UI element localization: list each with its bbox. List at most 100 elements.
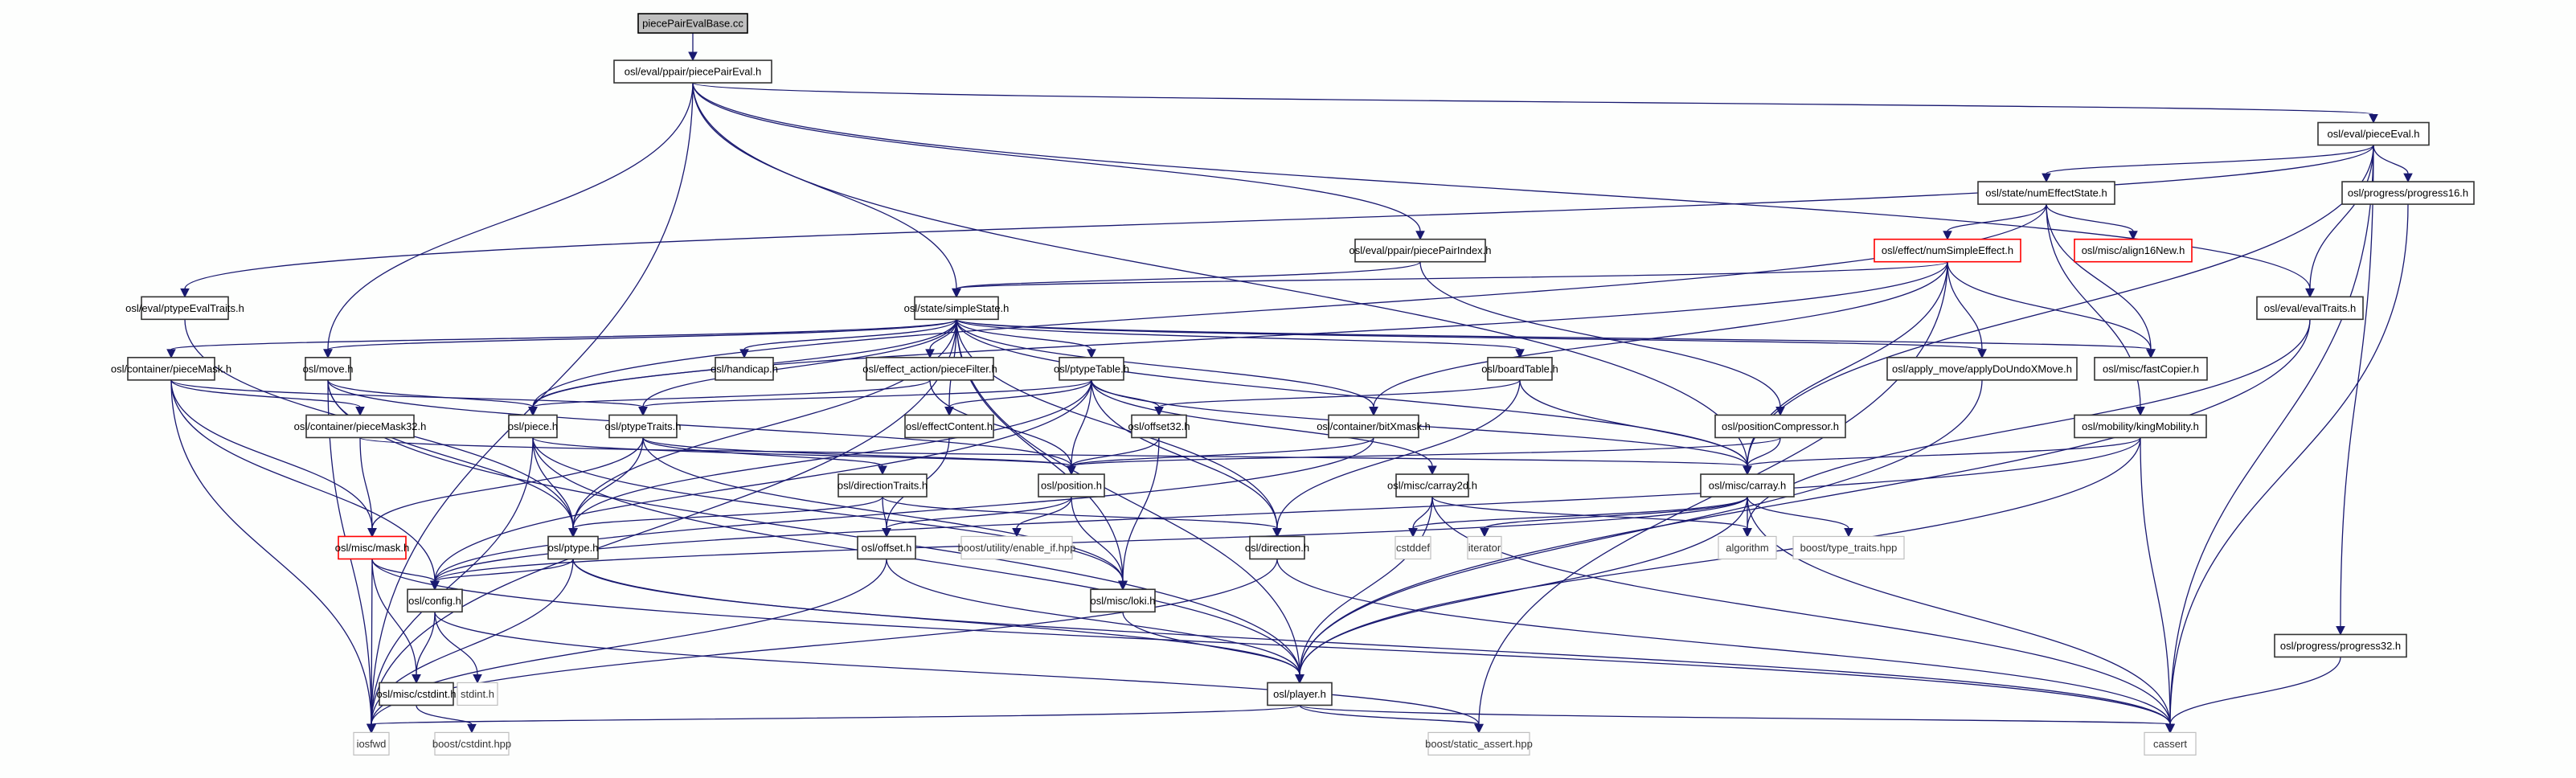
arrowhead-icon	[2165, 723, 2175, 734]
node-osl-mobility-kingmobility-h[interactable]: osl/mobility/kingMobility.h	[2074, 414, 2207, 439]
node-box	[434, 731, 510, 756]
node-osl-eval-evaltraits-h[interactable]: osl/eval/evalTraits.h	[2256, 296, 2364, 321]
edge-line	[2169, 657, 2341, 725]
node-osl-misc-align16new-h[interactable]: osl/misc/align16New.h	[2074, 238, 2193, 263]
node-osl-piece-h[interactable]: osl/piece.h	[508, 414, 558, 439]
node-label: osl/config.h	[408, 595, 461, 607]
edge-line	[1947, 261, 2152, 350]
node-osl-misc-cstdint-h[interactable]: osl/misc/cstdint.h	[377, 682, 457, 706]
node-label: osl/container/pieceMask.h	[111, 362, 231, 375]
node-osl-state-simplestate-h[interactable]: osl/state/simpleState.h	[904, 296, 1010, 321]
edge-line	[1016, 496, 1072, 529]
node-osl-eval-ptypeevaltraits-h[interactable]: osl/eval/ptypeEvalTraits.h	[125, 296, 244, 321]
node-osl-config-h[interactable]: osl/config.h	[407, 588, 463, 613]
node-box	[960, 535, 1073, 560]
node-label: osl/offset32.h	[1128, 420, 1190, 432]
node-osl-eval-pieceeval-h[interactable]: osl/eval/pieceEval.h	[2317, 121, 2430, 146]
edge-simpleState-to-applyDoUndo	[956, 318, 1987, 358]
edge-cstdintOsl-to-boostCstdint	[416, 705, 477, 734]
node-osl-ptypetraits-h[interactable]: osl/ptypeTraits.h	[605, 414, 682, 439]
arrowhead-icon	[1087, 349, 1096, 358]
arrowhead-icon	[1775, 406, 1785, 416]
edge-ppe-to-pieceEval	[692, 82, 2378, 124]
edge-line	[642, 437, 883, 467]
node-osl-misc-loki-h[interactable]: osl/misc/loki.h	[1090, 588, 1156, 613]
node-box	[1354, 238, 1486, 263]
edge-ptypeTraits-to-directionTraits	[642, 437, 887, 476]
edge-pieceEval-to-progress16	[2373, 145, 2413, 183]
node-osl-effect-numsimpleeffect-h[interactable]: osl/effect/numSimpleEffect.h	[1874, 238, 2021, 263]
node-box	[379, 682, 454, 706]
edge-line	[1947, 261, 1983, 350]
node-osl-ptype-h[interactable]: osl/ptype.h	[547, 535, 599, 560]
node-box	[914, 296, 999, 321]
node-osl-state-numeffectstate-h[interactable]: osl/state/numEffectState.h	[1977, 181, 2115, 205]
node-box	[1395, 473, 1469, 498]
node-osl-container-piecemask-h[interactable]: osl/container/pieceMask.h	[111, 357, 231, 381]
node-osl-misc-carray2d-h[interactable]: osl/misc/carray2d.h	[1387, 473, 1477, 498]
edge-line	[359, 436, 1748, 467]
node-label: boost/utility/enable_if.hpp	[958, 542, 1076, 554]
node-box	[353, 731, 390, 756]
edge-ppe-to-move	[323, 83, 694, 358]
edge-line	[1412, 497, 1433, 529]
node-box	[1714, 414, 1846, 439]
node-piecepairevalbase-cc[interactable]: piecePairEvalBase.cc	[637, 13, 748, 34]
node-osl-progress-progress32-h[interactable]: osl/progress/progress32.h	[2274, 633, 2407, 658]
node-label: boost/type_traits.hpp	[1800, 542, 1898, 554]
edge-line	[327, 379, 1300, 675]
arrowhead-icon	[412, 674, 421, 684]
node-osl-misc-carray-h[interactable]: osl/misc/carray.h	[1700, 473, 1795, 498]
node-osl-player-h[interactable]: osl/player.h	[1267, 682, 1333, 706]
node-box	[2256, 296, 2364, 321]
node-osl-effect-action-piecefilter-h[interactable]: osl/effect_action/pieceFilter.h	[862, 357, 997, 381]
node-box	[1718, 535, 1777, 560]
edge-line	[692, 83, 1748, 467]
node-osl-misc-fastcopier-h[interactable]: osl/misc/fastCopier.h	[2094, 357, 2208, 381]
edge-carray-to-iterator	[1480, 496, 1748, 538]
node-osl-progress-progress16-h[interactable]: osl/progress/progress16.h	[2341, 181, 2475, 205]
node-label: osl/piece.h	[508, 420, 558, 432]
edge-line	[572, 496, 883, 530]
node-osl-position-h[interactable]: osl/position.h	[1038, 473, 1105, 498]
edge-line	[572, 379, 1092, 529]
node-osl-handicap-h[interactable]: osl/handicap.h	[711, 357, 778, 381]
node-osl-container-piecemask32-h[interactable]: osl/container/pieceMask32.h	[294, 414, 427, 439]
node-osl-eval-ppair-piecepaireval-h[interactable]: osl/eval/ppair/piecePairEval.h	[613, 59, 772, 84]
edge-line	[642, 437, 1124, 582]
node-osl-effectcontent-h[interactable]: osl/effectContent.h	[904, 414, 994, 439]
edge-ptypeTable-to-position	[1067, 379, 1092, 476]
edge-pieceMask-to-pieceMask32	[170, 379, 365, 416]
node-osl-directiontraits-h[interactable]: osl/directionTraits.h	[838, 473, 928, 498]
node-osl-offset-h[interactable]: osl/offset.h	[857, 535, 916, 560]
node-label: osl/player.h	[1273, 688, 1326, 700]
node-label: osl/effect/numSimpleEffect.h	[1882, 244, 2013, 256]
node-label: osl/effectContent.h	[906, 420, 993, 432]
edge-ptypeTraits-to-mask	[367, 437, 644, 538]
node-osl-ptypetable-h[interactable]: osl/ptypeTable.h	[1054, 357, 1129, 381]
node-osl-eval-ppair-piecepairindex-h[interactable]: osl/eval/ppair/piecePairIndex.h	[1349, 238, 1492, 263]
edge-line	[371, 559, 417, 675]
node-osl-offset32-h[interactable]: osl/offset32.h	[1128, 414, 1190, 439]
edge-directionTraits-to-direction	[882, 496, 1282, 538]
node-osl-apply-move-applydoundoxmove-h[interactable]: osl/apply_move/applyDoUndoXMove.h	[1886, 357, 2078, 381]
edge-position-to-loki	[1071, 497, 1128, 591]
node-label: osl/progress/progress32.h	[2280, 640, 2401, 652]
edge-line	[642, 436, 1072, 467]
arrowhead-icon	[1118, 580, 1128, 591]
node-osl-container-bitxmask-h[interactable]: osl/container/bitXmask.h	[1317, 414, 1431, 439]
node-label: osl/eval/evalTraits.h	[2264, 302, 2356, 314]
node-osl-move-h[interactable]: osl/move.h	[303, 357, 354, 381]
edge-numEffectState-to-align16New	[2046, 203, 2138, 240]
edges-layer	[166, 33, 2413, 734]
node-box	[127, 357, 215, 381]
node-label: osl/container/pieceMask32.h	[294, 420, 427, 432]
arrowhead-icon	[568, 527, 578, 538]
edge-move-to-ptype	[327, 379, 578, 538]
arrowhead-icon	[367, 527, 377, 538]
node-box	[1977, 181, 2115, 205]
node-osl-boardtable-h[interactable]: osl/boardTable.h	[1481, 357, 1558, 381]
node-osl-positioncompressor-h[interactable]: osl/positionCompressor.h	[1714, 414, 1846, 439]
node-osl-direction-h[interactable]: osl/direction.h	[1245, 535, 1309, 560]
node-osl-misc-mask-h[interactable]: osl/misc/mask.h	[335, 535, 409, 560]
